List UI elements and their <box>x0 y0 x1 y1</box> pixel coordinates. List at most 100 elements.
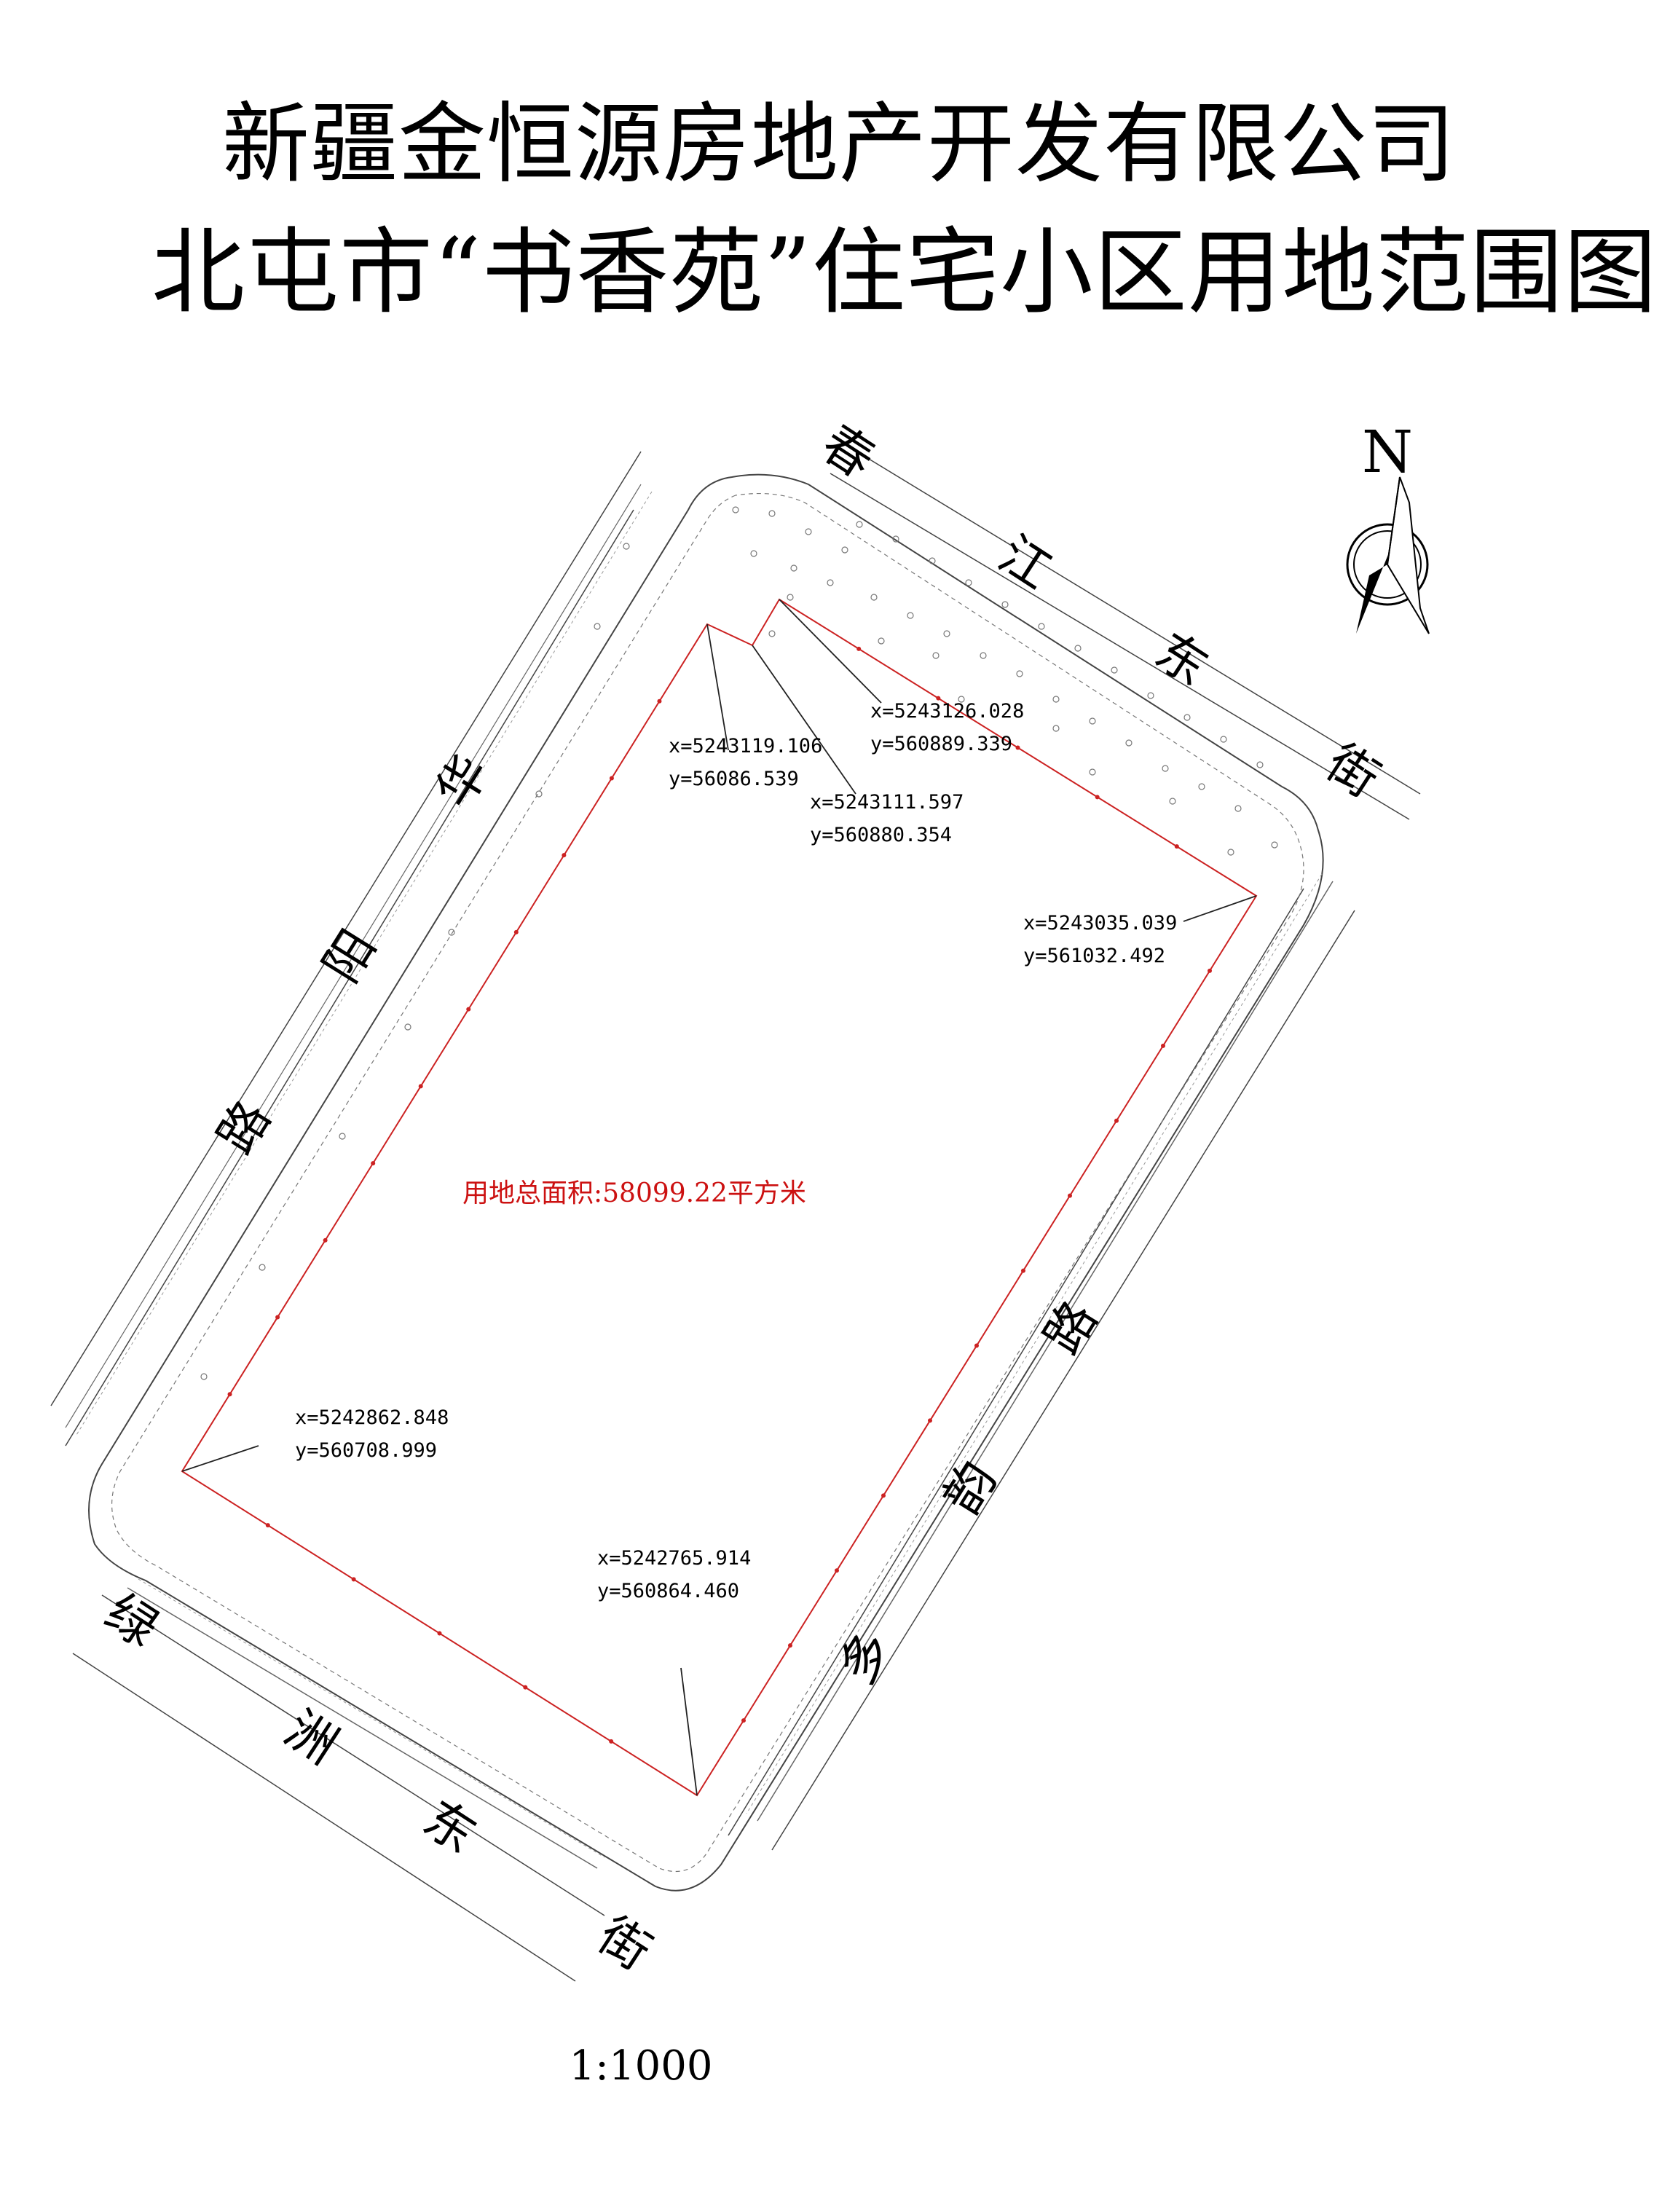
coord-5-y: y=560708.999 <box>295 1439 437 1462</box>
survey-point <box>980 652 987 659</box>
boundary-tick <box>227 1392 232 1397</box>
boundary-tick <box>323 1237 328 1243</box>
survey-point <box>1089 717 1096 725</box>
coord-3-x: x=5243126.028 <box>870 700 1024 723</box>
leader-lines <box>181 599 1257 1796</box>
survey-point <box>965 579 972 586</box>
coord-1-y: y=56086.539 <box>669 768 799 790</box>
boundary-tick <box>1114 1118 1119 1123</box>
boundary-tick <box>835 1568 839 1573</box>
survey-point <box>1038 623 1045 630</box>
road-duoyun-2: 韵 <box>933 1452 1008 1524</box>
survey-point <box>768 630 776 637</box>
boundary-tick <box>1015 745 1020 750</box>
boundary-tick <box>275 1315 280 1320</box>
boundary-tick <box>418 1084 423 1089</box>
survey-point <box>404 1023 411 1031</box>
survey-point <box>339 1133 346 1140</box>
survey-point <box>1111 666 1118 674</box>
survey-point <box>892 535 899 543</box>
survey-point <box>1125 739 1133 747</box>
survey-point <box>1169 798 1176 805</box>
north-label: N <box>1362 418 1413 486</box>
road-lvzhou-4: 街 <box>588 1906 661 1981</box>
survey-point <box>1234 805 1242 812</box>
survey-point <box>750 550 757 557</box>
boundary-tick <box>928 1418 932 1423</box>
survey-point <box>1256 761 1264 768</box>
coord-3-y: y=560889.339 <box>870 733 1012 755</box>
boundary-tick <box>1095 795 1100 800</box>
survey-point <box>787 594 794 601</box>
survey-point <box>1001 601 1009 608</box>
survey-point <box>1183 714 1191 721</box>
survey-point <box>958 696 965 703</box>
company-title: 新疆金恒源房地产开发有限公司 <box>222 94 1456 195</box>
coord-4-x: x=5243035.039 <box>1023 912 1177 934</box>
block-outline <box>65 473 1334 1892</box>
survey-point <box>841 546 848 554</box>
boundary-tick <box>788 1643 792 1648</box>
road-lvzhou-3: 东 <box>413 1790 486 1865</box>
boundary-tick <box>1068 1193 1072 1198</box>
area-label: 用地总面积:58099.22平方米 <box>462 1178 806 1208</box>
boundary-tick <box>657 698 662 704</box>
survey-point <box>827 579 834 586</box>
survey-point <box>790 564 797 572</box>
survey-point <box>878 637 885 645</box>
survey-point <box>200 1373 208 1380</box>
survey-point <box>1198 783 1205 790</box>
survey-point <box>1227 849 1234 856</box>
road-huayang-1: 华 <box>425 745 500 818</box>
boundary-tick <box>1208 968 1212 973</box>
survey-point <box>594 623 601 630</box>
coord-1-x: x=5243119.106 <box>669 735 822 757</box>
boundary-tick <box>513 929 519 934</box>
boundary-tick <box>856 646 862 651</box>
boundary-tick <box>351 1577 356 1582</box>
boundary-tick <box>1161 1043 1165 1048</box>
survey-point <box>768 510 776 517</box>
survey-point <box>1052 696 1060 703</box>
survey-point <box>1074 645 1082 652</box>
boundary-tick <box>881 1493 886 1498</box>
boundary-tick <box>371 1161 376 1166</box>
road-duoyun-1: 多 <box>828 1621 903 1694</box>
survey-point <box>1089 768 1096 776</box>
survey-points <box>200 506 1278 1380</box>
boundary-tick <box>1174 844 1179 849</box>
map-title: 北屯市“书香苑”住宅小区用地范围图 <box>151 219 1658 327</box>
boundary-tick <box>974 1343 979 1348</box>
survey-point <box>1016 670 1023 677</box>
survey-point <box>259 1264 266 1271</box>
survey-point <box>1271 841 1278 849</box>
road-huayang-2: 阳 <box>312 920 387 993</box>
boundary-tick <box>741 1718 746 1723</box>
coord-5-x: x=5242862.848 <box>295 1406 449 1429</box>
survey-point <box>929 557 936 564</box>
survey-point <box>856 521 863 528</box>
boundary-tick <box>437 1631 442 1636</box>
road-lines <box>50 444 1421 1982</box>
coordinate-labels: x=5243119.106 y=56086.539 x=5243111.597 … <box>295 700 1177 1602</box>
road-huayang-3: 路 <box>207 1091 282 1164</box>
coord-2-x: x=5243111.597 <box>810 791 964 814</box>
boundary-tick <box>523 1685 528 1690</box>
north-arrow-icon: N <box>1346 418 1430 634</box>
survey-point <box>907 612 914 619</box>
survey-point <box>623 543 630 550</box>
survey-point <box>1220 736 1227 743</box>
road-chunjiang-4: 街 <box>1316 733 1389 808</box>
road-chunjiang-2: 江 <box>988 525 1061 600</box>
coord-4-y: y=561032.492 <box>1023 945 1165 967</box>
road-chunjiang-1: 春 <box>811 414 884 489</box>
road-duoyun-3: 路 <box>1033 1291 1108 1364</box>
survey-point <box>870 594 878 601</box>
boundary-tick <box>466 1007 471 1012</box>
coord-6-y: y=560864.460 <box>597 1580 739 1602</box>
survey-point <box>448 929 455 936</box>
boundary-tick <box>609 776 614 781</box>
boundary-tick <box>265 1523 270 1528</box>
boundary-tick <box>609 1739 614 1744</box>
